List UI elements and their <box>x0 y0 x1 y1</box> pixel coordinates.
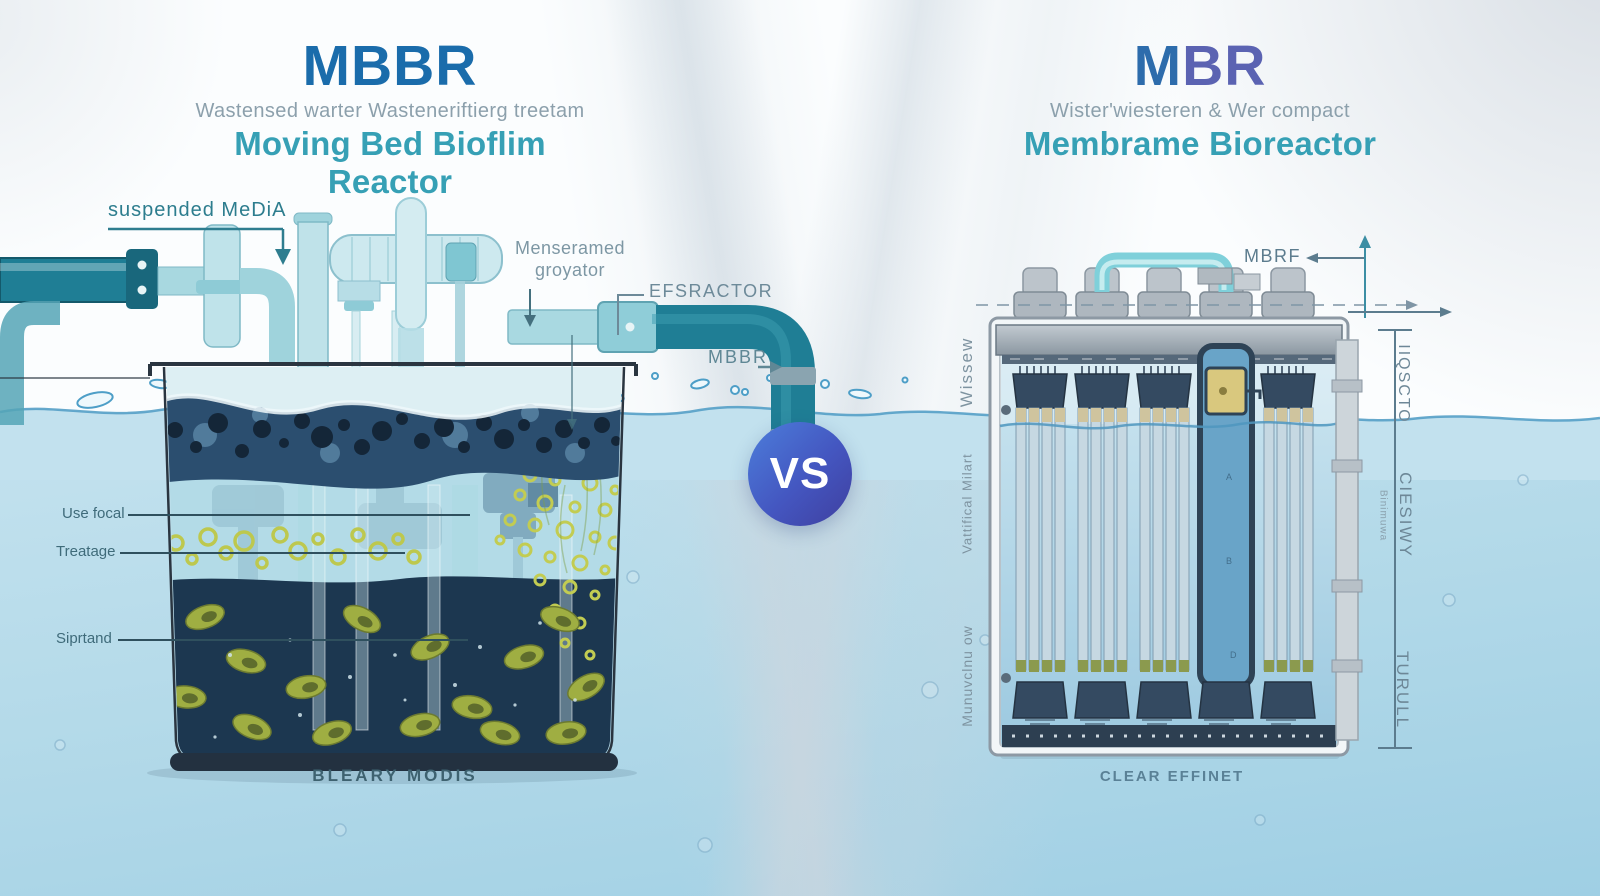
mbbr-acronym: MBBR <box>302 34 478 98</box>
inlet-piping <box>0 197 503 458</box>
mbr-acronym: MBR <box>985 36 1415 96</box>
froth-layer <box>166 393 622 489</box>
mbr-title: Membrame Bioreactor <box>1023 125 1377 162</box>
annotation-lines <box>108 227 782 641</box>
manifold-beam <box>995 324 1343 364</box>
membrane-panel-module <box>1197 343 1262 689</box>
mbbr-diagram <box>0 197 816 784</box>
mbbr-title: Moving Bed Bioflim Reactor <box>234 125 546 200</box>
frame-bolt <box>1001 673 1011 683</box>
mbr-acronym-m: M <box>1133 34 1183 98</box>
mbbr-header: MBBR Wastensed warter Wasteneriftierg tr… <box>175 36 605 201</box>
anoxic-zone <box>166 576 622 759</box>
dimension-lines <box>1306 235 1452 749</box>
vs-badge: VS <box>748 422 852 526</box>
tank-base <box>170 753 618 771</box>
vs-text: VS <box>769 449 831 498</box>
mbr-header: MBR Wister'wiesteren & Wer compact Membr… <box>985 36 1415 163</box>
aeration-base <box>1002 725 1336 747</box>
mbr-subtitle: Wister'wiesteren & Wer compact <box>1050 100 1350 122</box>
mbr-acronym-br: BR <box>1182 34 1267 98</box>
tank-contents <box>166 367 622 759</box>
recirculation-loop-pipe <box>1094 252 1234 292</box>
mbr-diagram <box>976 235 1452 759</box>
side-permeate-pipe <box>1331 339 1363 741</box>
mbbr-subtitle: Wastensed warter Wasteneriftierg treetam <box>195 100 585 122</box>
frame-bolt <box>1001 405 1011 415</box>
centerline-arrow <box>1406 300 1418 310</box>
